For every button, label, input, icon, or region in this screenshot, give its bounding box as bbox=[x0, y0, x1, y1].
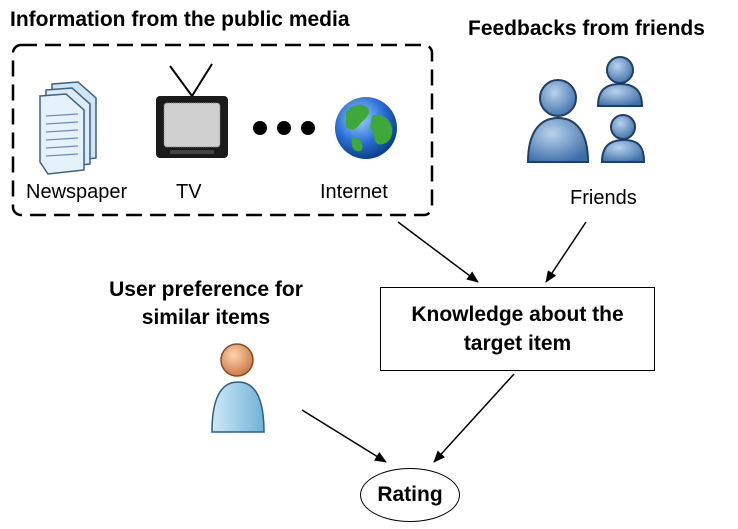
media-title: Information from the public media bbox=[10, 8, 350, 31]
arrow-friends-to-knowledge bbox=[545, 221, 587, 283]
arrow-user-to-rating bbox=[301, 409, 387, 463]
newspaper-label: Newspaper bbox=[26, 181, 128, 203]
friends-label: Friends bbox=[570, 187, 637, 209]
rating-label: Rating bbox=[377, 483, 443, 506]
media-group-box bbox=[11, 43, 434, 217]
tv-icon bbox=[156, 63, 228, 158]
friends-icon bbox=[526, 56, 646, 163]
knowledge-line-2: target item bbox=[463, 332, 572, 355]
tv-label: TV bbox=[176, 181, 202, 203]
friends-title: Feedbacks from friends bbox=[468, 17, 705, 40]
user-icon bbox=[211, 343, 265, 433]
newspaper-icon bbox=[39, 81, 97, 175]
globe-icon bbox=[335, 97, 397, 159]
arrow-media-to-knowledge bbox=[397, 221, 479, 283]
knowledge-line-1: Knowledge about the bbox=[411, 303, 624, 326]
user-preference-label: User preference for similar items bbox=[109, 278, 303, 329]
ellipsis-dots bbox=[253, 121, 315, 135]
knowledge-box: Knowledge about the target item bbox=[380, 287, 655, 371]
rating-node: Rating bbox=[360, 468, 460, 522]
arrow-knowledge-to-rating bbox=[433, 373, 515, 463]
internet-label: Internet bbox=[320, 181, 388, 203]
